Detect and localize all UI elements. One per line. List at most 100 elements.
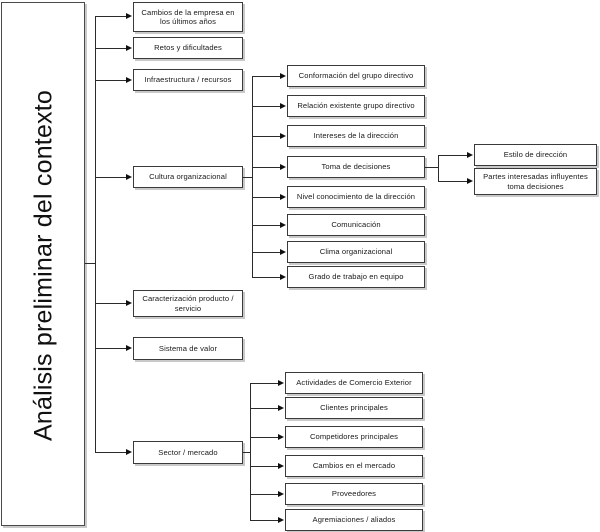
node-label: Estilo de dirección [503,150,568,160]
root-node-label: Análisis preliminar del contexto [29,89,58,441]
arrow-level1-1 [126,45,132,52]
branch-connector-sector-2 [250,437,279,439]
arrow-cultura-3 [280,164,286,171]
node-label: Competidores principales [309,432,399,442]
node-clima-organizacional[interactable]: Clima organizacional [287,241,425,263]
node-label: Infraestructura / recursos [144,75,232,85]
branch-connector-level1-5 [95,348,127,350]
arrow-sector-2 [278,434,284,441]
branch-connector-sector-4 [250,494,279,496]
arrow-sector-0 [278,380,284,387]
node-cambios-empresa[interactable]: Cambios de la empresa en los últimos año… [133,2,243,32]
node-partes-interesadas-influyentes[interactable]: Partes interesadas influyentes toma deci… [474,168,597,195]
branch-connector-cultura-2 [252,136,281,138]
node-label: Comunicación [331,220,381,230]
node-label: Proveedores [331,489,377,499]
branch-connector-sector-3 [250,466,279,468]
node-actividades-comercio-exterior[interactable]: Actividades de Comercio Exterior [285,372,423,394]
node-label: Agremiaciones / aliados [312,515,396,525]
node-label: Partes interesadas influyentes toma deci… [483,172,588,191]
branch-connector-level1-0 [95,16,127,18]
node-label: Cambios de la empresa en los últimos año… [141,7,235,26]
node-label: Clima organizacional [319,247,393,257]
node-label: Cambios en el mercado [312,461,396,471]
branch-connector-sector-5 [250,520,279,522]
branch-connector-toma-1 [438,181,468,183]
arrow-sector-4 [278,491,284,498]
arrow-sector-5 [278,517,284,524]
arrow-cultura-4 [280,194,286,201]
cultura-stem-connector [243,177,253,179]
node-cultura-organizacional[interactable]: Cultura organizacional [133,166,243,188]
branch-connector-toma-0 [438,155,468,157]
arrow-cultura-0 [280,73,286,80]
node-agremiaciones-aliados[interactable]: Agremiaciones / aliados [285,509,423,531]
arrow-sector-3 [278,463,284,470]
branch-connector-cultura-7 [252,277,281,279]
root-node-analisis-preliminar[interactable]: Análisis preliminar del contexto [1,2,85,526]
level1-trunk-connector [94,16,96,453]
branch-connector-cultura-6 [252,252,281,254]
node-cambios-en-el-mercado[interactable]: Cambios en el mercado [285,455,423,477]
node-label: Nivel conocimiento de la dirección [296,192,416,202]
arrow-level1-0 [126,13,132,20]
arrow-cultura-7 [280,274,286,281]
node-label: Grado de trabajo en equipo [308,272,404,282]
cultura-trunk-connector [251,76,253,277]
arrow-level1-6 [126,449,132,456]
arrow-level1-5 [126,345,132,352]
node-relacion-existente-grupo-directivo[interactable]: Relación existente grupo directivo [287,95,425,117]
node-label: Clientes principales [320,403,388,413]
node-label: Relación existente grupo directivo [297,101,415,111]
arrow-cultura-5 [280,222,286,229]
branch-connector-cultura-0 [252,76,281,78]
arrow-cultura-2 [280,133,286,140]
node-sector-mercado[interactable]: Sector / mercado [133,441,243,464]
branch-connector-cultura-3 [252,167,281,169]
node-clientes-principales[interactable]: Clientes principales [285,397,423,419]
branch-connector-sector-1 [250,408,279,410]
node-caracterizacion-producto-servicio[interactable]: Caracterización producto / servicio [133,290,243,317]
branch-connector-cultura-5 [252,225,281,227]
branch-connector-cultura-1 [252,106,281,108]
root-stem-connector [85,262,96,264]
node-infraestructura-recursos[interactable]: Infraestructura / recursos [133,69,243,91]
node-nivel-conocimiento-direccion[interactable]: Nivel conocimiento de la dirección [287,186,425,208]
node-label: Sector / mercado [158,447,218,457]
node-label: Sistema de valor [158,343,218,353]
sector-stem-connector [243,452,251,454]
branch-connector-level1-4 [95,303,127,305]
node-label: Cultura organizacional [149,172,227,182]
node-label: Toma de decisiones [321,162,391,172]
toma-decisiones-stem-connector [425,167,438,169]
branch-connector-cultura-4 [252,197,281,199]
node-comunicacion[interactable]: Comunicación [287,214,425,236]
branch-connector-level1-2 [95,80,127,82]
branch-connector-level1-3 [95,177,127,179]
arrow-cultura-6 [280,249,286,256]
arrow-toma-1 [467,178,473,185]
node-retos-dificultades[interactable]: Retos y dificultades [133,37,243,59]
node-label: Retos y dificultades [154,43,222,53]
node-estilo-de-direccion[interactable]: Estilo de dirección [474,144,597,166]
node-sistema-de-valor[interactable]: Sistema de valor [133,337,243,360]
toma-decisiones-trunk-connector [437,155,439,182]
node-toma-de-decisiones[interactable]: Toma de decisiones [287,156,425,178]
node-label: Conformación del grupo directivo [298,71,414,81]
node-proveedores[interactable]: Proveedores [285,483,423,505]
branch-connector-level1-6 [95,452,127,454]
sector-trunk-connector [249,383,251,520]
node-conformacion-grupo-directivo[interactable]: Conformación del grupo directivo [287,65,425,87]
arrow-sector-1 [278,405,284,412]
arrow-cultura-1 [280,103,286,110]
node-label: Caracterización producto / servicio [142,294,234,313]
node-grado-trabajo-en-equipo[interactable]: Grado de trabajo en equipo [287,266,425,288]
node-intereses-de-la-direccion[interactable]: Intereses de la dirección [287,125,425,147]
branch-connector-level1-1 [95,48,127,50]
arrow-level1-2 [126,77,132,84]
arrow-toma-0 [467,152,473,159]
arrow-level1-4 [126,300,132,307]
node-label: Actividades de Comercio Exterior [296,378,412,388]
node-competidores-principales[interactable]: Competidores principales [285,426,423,448]
